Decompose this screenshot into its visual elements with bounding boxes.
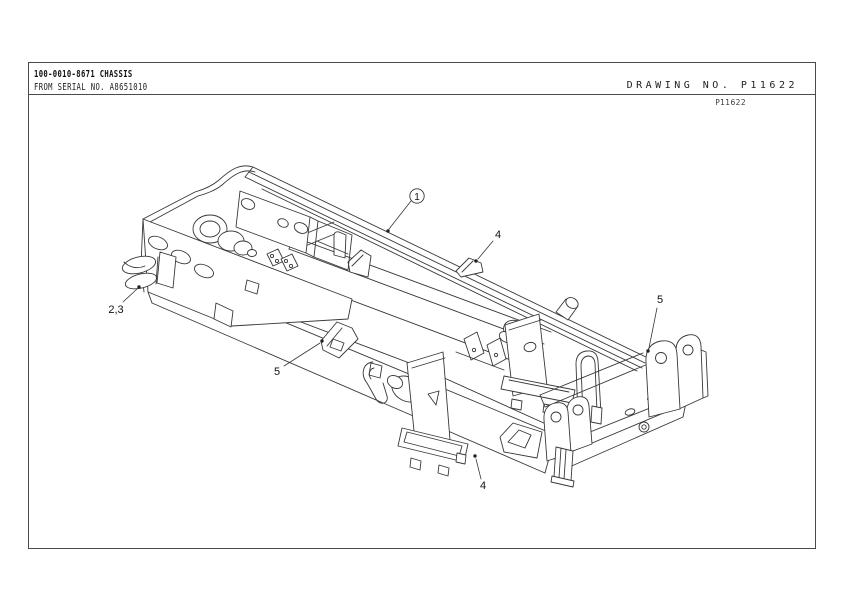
- front-plate: [142, 218, 353, 328]
- clip-4-top: [455, 257, 484, 278]
- callout-2-3-label: 2,3: [108, 304, 123, 316]
- title-block: 100-0010-8671 CHASSIS FROM SERIAL NO. A8…: [29, 63, 815, 95]
- axle-mount-near: [362, 351, 469, 477]
- callout-5-mid: 5: [274, 339, 324, 378]
- callout-5-mid-label: 5: [274, 366, 280, 378]
- rear-strap: [575, 350, 602, 419]
- serial-note: FROM SERIAL NO. A8651010: [34, 82, 148, 93]
- near-rail: [147, 291, 558, 474]
- callout-4-bottom-label: 4: [480, 480, 486, 492]
- tow-clevis: [121, 251, 177, 290]
- sheet-border: 100-0010-8671 CHASSIS FROM SERIAL NO. A8…: [28, 62, 816, 549]
- rail-bracket-5: [320, 321, 359, 359]
- callout-4-bottom: 4: [473, 454, 486, 492]
- rear-lug-near: [543, 396, 603, 488]
- drawing-number: DRAWING NO. P11622: [626, 80, 798, 91]
- rear-lug-far: [645, 334, 709, 418]
- far-rail: [244, 166, 649, 369]
- callout-5-rear: 5: [646, 294, 663, 353]
- wedge-4-bottom: [499, 422, 543, 459]
- axle-mount-far: [455, 313, 576, 415]
- front-bracket-plate: [235, 190, 353, 271]
- callout-1: 1: [386, 188, 425, 233]
- shackle-links: [266, 248, 299, 272]
- callout-5-rear-label: 5: [657, 294, 663, 306]
- callout-4-top-label: 4: [495, 229, 501, 241]
- stub-post: [555, 297, 579, 321]
- callout-1-label: 1: [414, 192, 420, 203]
- sheet-code: P11622: [715, 98, 746, 107]
- callout-4-top: 4: [474, 229, 501, 263]
- callout-2-3: 2,3: [108, 285, 141, 316]
- part-number-title: 100-0010-8671 CHASSIS: [34, 69, 133, 80]
